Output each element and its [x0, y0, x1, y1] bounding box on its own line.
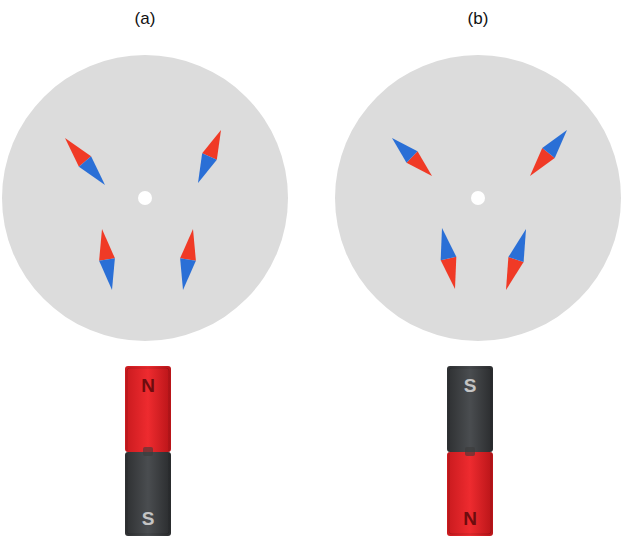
compass-needle [441, 228, 457, 289]
disc [335, 55, 621, 341]
needle-blue-end [508, 229, 526, 262]
needle-blue-end [542, 130, 567, 158]
bar-magnet [125, 366, 171, 536]
magnet-south-half [125, 452, 171, 536]
pole-letter: S [464, 376, 477, 395]
compass-needle [530, 130, 567, 176]
needle-red-end [99, 229, 115, 261]
needle-red-end [506, 257, 524, 290]
compass-needles [65, 130, 567, 290]
pole-letter: N [141, 376, 155, 395]
needle-red-end [441, 257, 457, 289]
magnet-north-half [125, 366, 171, 452]
needle-blue-end [180, 258, 196, 290]
pivot-hole [138, 191, 152, 205]
magnet-notch [143, 447, 153, 456]
needle-blue-end [99, 258, 115, 290]
magnet-edge [449, 368, 491, 534]
needle-blue-end [198, 153, 217, 183]
pivot-hole [471, 191, 485, 205]
disc [2, 55, 288, 341]
magnet-north-half [447, 452, 493, 536]
compass-needle [506, 229, 526, 290]
panel-label: (a) [135, 10, 156, 27]
magnet-south-half [447, 366, 493, 452]
compass-needle [198, 130, 221, 183]
magnet-edge [127, 368, 169, 534]
needle-blue-end [441, 228, 457, 260]
magnet-notch [465, 447, 475, 456]
pole-letter: S [142, 509, 155, 528]
compass-needle [180, 229, 196, 290]
pole-letter: N [463, 509, 477, 528]
needle-blue-end [79, 156, 105, 185]
needle-red-end [180, 229, 196, 261]
bar-magnet [447, 366, 493, 536]
panel-label: (b) [468, 10, 489, 27]
compass-needle [65, 138, 105, 185]
needle-blue-end [392, 138, 418, 163]
compass-needle [392, 138, 432, 176]
compass-needle [99, 229, 115, 290]
